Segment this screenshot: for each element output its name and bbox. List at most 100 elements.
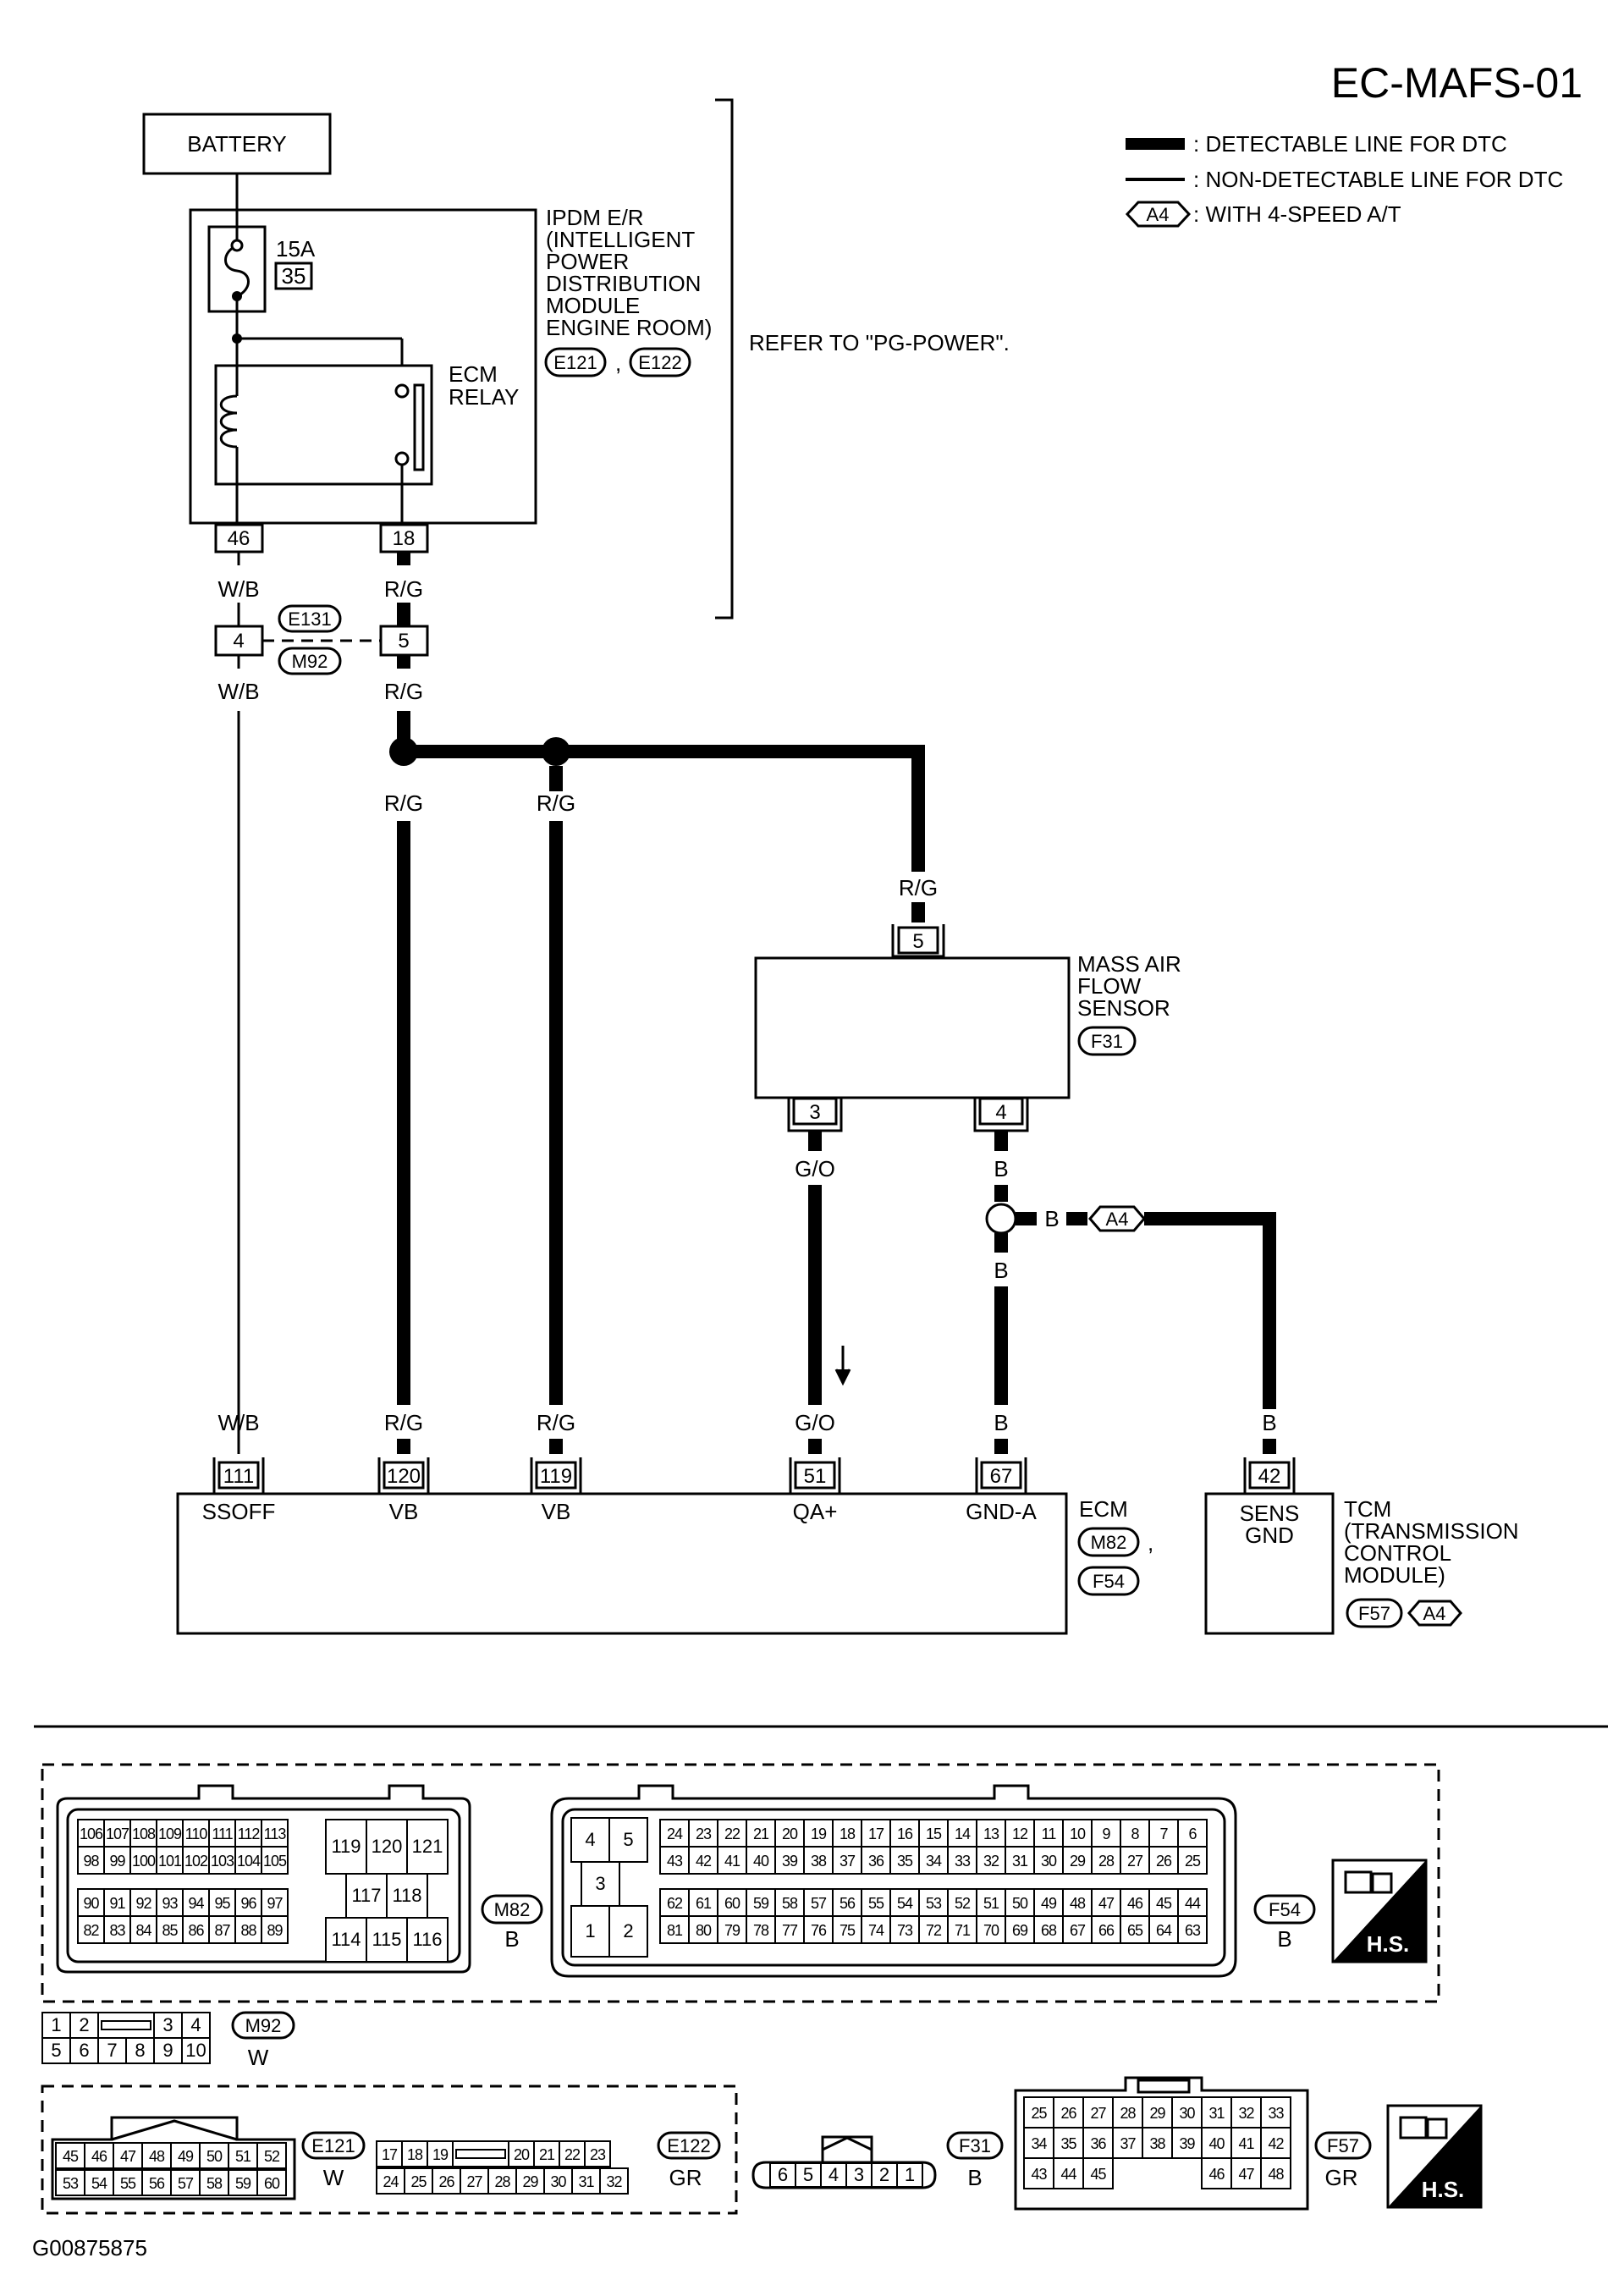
connector-e121-color: W	[323, 2165, 344, 2190]
pin-cell	[795, 2162, 822, 2188]
ipdm-connectors-group	[41, 2084, 738, 2215]
pin-cell	[182, 1915, 210, 1944]
pin-cell	[97, 2037, 127, 2064]
pin-cell	[452, 2140, 509, 2167]
legend: : DETECTABLE LINE FOR DTC : NON-DETECTAB…	[1125, 131, 1563, 228]
pin-number: 4	[829, 2164, 839, 2185]
pin-number: 65	[1127, 1922, 1143, 1939]
pin-number: 67	[1070, 1922, 1086, 1939]
pin-cell	[1062, 1888, 1093, 1917]
pin-number: 66	[1098, 1922, 1115, 1939]
connector-tag-f31	[1077, 1026, 1137, 1056]
pin-cell	[1005, 1819, 1035, 1848]
maf-pin-4	[978, 1097, 1024, 1126]
ecm-pin-label-vb-1: VB	[389, 1499, 419, 1524]
pin-cell	[208, 1888, 236, 1917]
ipdm-name-5: MODULE	[546, 293, 640, 318]
pin-number: 50	[1012, 1895, 1028, 1912]
pin-number: 108	[132, 1826, 156, 1842]
svg-text:M92: M92	[292, 651, 328, 672]
wire-rg-7: R/G	[537, 1410, 575, 1435]
pin-number: 76	[811, 1922, 827, 1939]
pin-number: 10	[185, 2040, 206, 2061]
connector-tag-f57	[1346, 1598, 1403, 1628]
pin-cell	[1082, 2096, 1114, 2129]
wire-wb-1: W/B	[217, 576, 259, 602]
key-slot	[455, 2149, 506, 2159]
pin-cell	[976, 1846, 1006, 1875]
svg-text:E121: E121	[553, 352, 597, 373]
pin-cell	[717, 1915, 747, 1944]
pin-cell	[460, 2167, 489, 2195]
pin-number: 4	[190, 2014, 201, 2035]
pin-number: 51	[235, 2148, 251, 2165]
pin-number: 110	[185, 1826, 208, 1842]
svg-text:51: 51	[804, 1465, 827, 1488]
pin-cell	[746, 1819, 776, 1848]
pin-cell	[1177, 1888, 1208, 1917]
pin-number: 5	[803, 2164, 813, 2185]
pin-cell	[871, 2162, 898, 2188]
pin-number: 77	[782, 1922, 798, 1939]
pin-number: 74	[868, 1922, 884, 1939]
tcm-name-3: CONTROL	[1344, 1540, 1451, 1566]
tcm-option-tag	[1407, 1600, 1462, 1627]
pin-cell	[432, 2167, 461, 2195]
wire-go-2: G/O	[795, 1410, 835, 1435]
pin-number: 58	[782, 1895, 798, 1912]
pin-number: 111	[212, 1826, 233, 1842]
pin-number: 90	[83, 1895, 99, 1912]
wire-rg-3: R/G	[384, 790, 423, 816]
svg-text:46: 46	[228, 527, 250, 550]
pin-number: 1	[585, 1920, 595, 1941]
pin-number: 102	[184, 1853, 208, 1870]
pin-cell	[976, 1819, 1006, 1848]
pin-number: 22	[724, 1826, 740, 1842]
pin-number: 14	[955, 1826, 971, 1842]
pin-cell	[487, 2167, 517, 2195]
tcm-name-1: TCM	[1344, 1496, 1391, 1522]
tcm-pin-42	[1248, 1461, 1291, 1490]
legend-non-detectable: : NON-DETECTABLE LINE FOR DTC	[1193, 167, 1563, 192]
pin-number: 114	[331, 1929, 361, 1950]
ecm-pin-120	[383, 1461, 425, 1490]
pin-cell	[103, 1846, 131, 1875]
pin-number: 60	[264, 2175, 280, 2192]
hs-label-1: H.S.	[1367, 1931, 1410, 1957]
pin-number: 4	[585, 1829, 595, 1850]
pin-number: 47	[1098, 1895, 1115, 1912]
pin-number: 55	[868, 1895, 884, 1912]
ecm-relay-label-2: RELAY	[449, 384, 519, 410]
svg-text:F57: F57	[1327, 2135, 1359, 2156]
pin-number: 60	[724, 1895, 740, 1912]
pin-number: 1	[51, 2014, 61, 2035]
pin-number: 23	[590, 2146, 606, 2163]
pin-number: 48	[1070, 1895, 1086, 1912]
pin-number: 30	[550, 2173, 566, 2190]
pin-cell	[261, 1915, 289, 1944]
connector-tag-f54	[1077, 1566, 1140, 1596]
pin-cell	[1120, 1915, 1150, 1944]
pin-number: 28	[1120, 2105, 1136, 2122]
connector-e122-color: GR	[669, 2165, 702, 2190]
pin-number: 33	[955, 1853, 971, 1870]
ecm-relay-label-1: ECM	[449, 361, 498, 387]
pin-cell	[717, 1846, 747, 1875]
battery-box	[142, 113, 332, 175]
pin-cell	[256, 2169, 287, 2196]
pin-number: 41	[1238, 2135, 1254, 2152]
pin-number: 6	[778, 2164, 788, 2185]
pin-number: 92	[135, 1895, 151, 1912]
pin-cell	[717, 1819, 747, 1848]
pin-cell	[1120, 1846, 1150, 1875]
pin-cell	[141, 2142, 172, 2169]
pin-number: 72	[926, 1922, 942, 1939]
diagram-title: EC-MAFS-01	[1331, 59, 1583, 107]
battery-label: BATTERY	[187, 131, 287, 157]
pin-number: 94	[188, 1895, 204, 1912]
svg-text:3: 3	[809, 1101, 820, 1124]
pin-number: 48	[1268, 2166, 1284, 2183]
svg-text:E122: E122	[667, 2135, 710, 2156]
